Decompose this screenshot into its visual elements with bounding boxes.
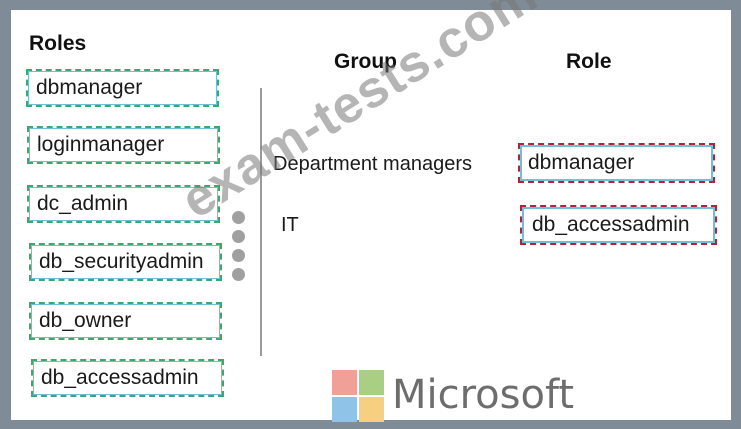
logo-square-blue: [332, 397, 357, 422]
role-tile-db-accessadmin[interactable]: db_accessadmin: [31, 359, 224, 397]
role-tile-loginmanager[interactable]: loginmanager: [27, 126, 220, 164]
role-tile-db-owner[interactable]: db_owner: [29, 302, 222, 340]
group-label-department-managers: Department managers: [273, 153, 472, 175]
column-divider: [260, 88, 262, 356]
drop-target-it[interactable]: db_accessadmin: [520, 205, 717, 245]
drag-drop-canvas: Roles Group Role dbmanager loginmanager …: [11, 0, 731, 422]
role-heading: Role: [566, 50, 612, 73]
microsoft-wordmark: Microsoft: [392, 372, 575, 418]
watermark: exam-tests.com: [171, 0, 548, 231]
drop-target-department-managers[interactable]: dbmanager: [518, 143, 715, 183]
drag-handle-dot: [232, 211, 245, 224]
role-tile-dc-admin[interactable]: dc_admin: [27, 185, 220, 223]
logo-square-red: [332, 370, 357, 395]
microsoft-logo: [332, 370, 384, 422]
logo-square-yellow: [359, 397, 384, 422]
drag-handle-dot: [232, 268, 245, 281]
role-tile-db-securityadmin[interactable]: db_securityadmin: [29, 243, 222, 281]
role-tile-dbmanager[interactable]: dbmanager: [26, 69, 219, 107]
group-label-it: IT: [281, 214, 299, 236]
logo-square-green: [359, 370, 384, 395]
drag-handle-dot: [232, 230, 245, 243]
roles-heading: Roles: [29, 32, 87, 55]
drag-handle-dot: [232, 249, 245, 262]
group-heading: Group: [334, 50, 397, 73]
